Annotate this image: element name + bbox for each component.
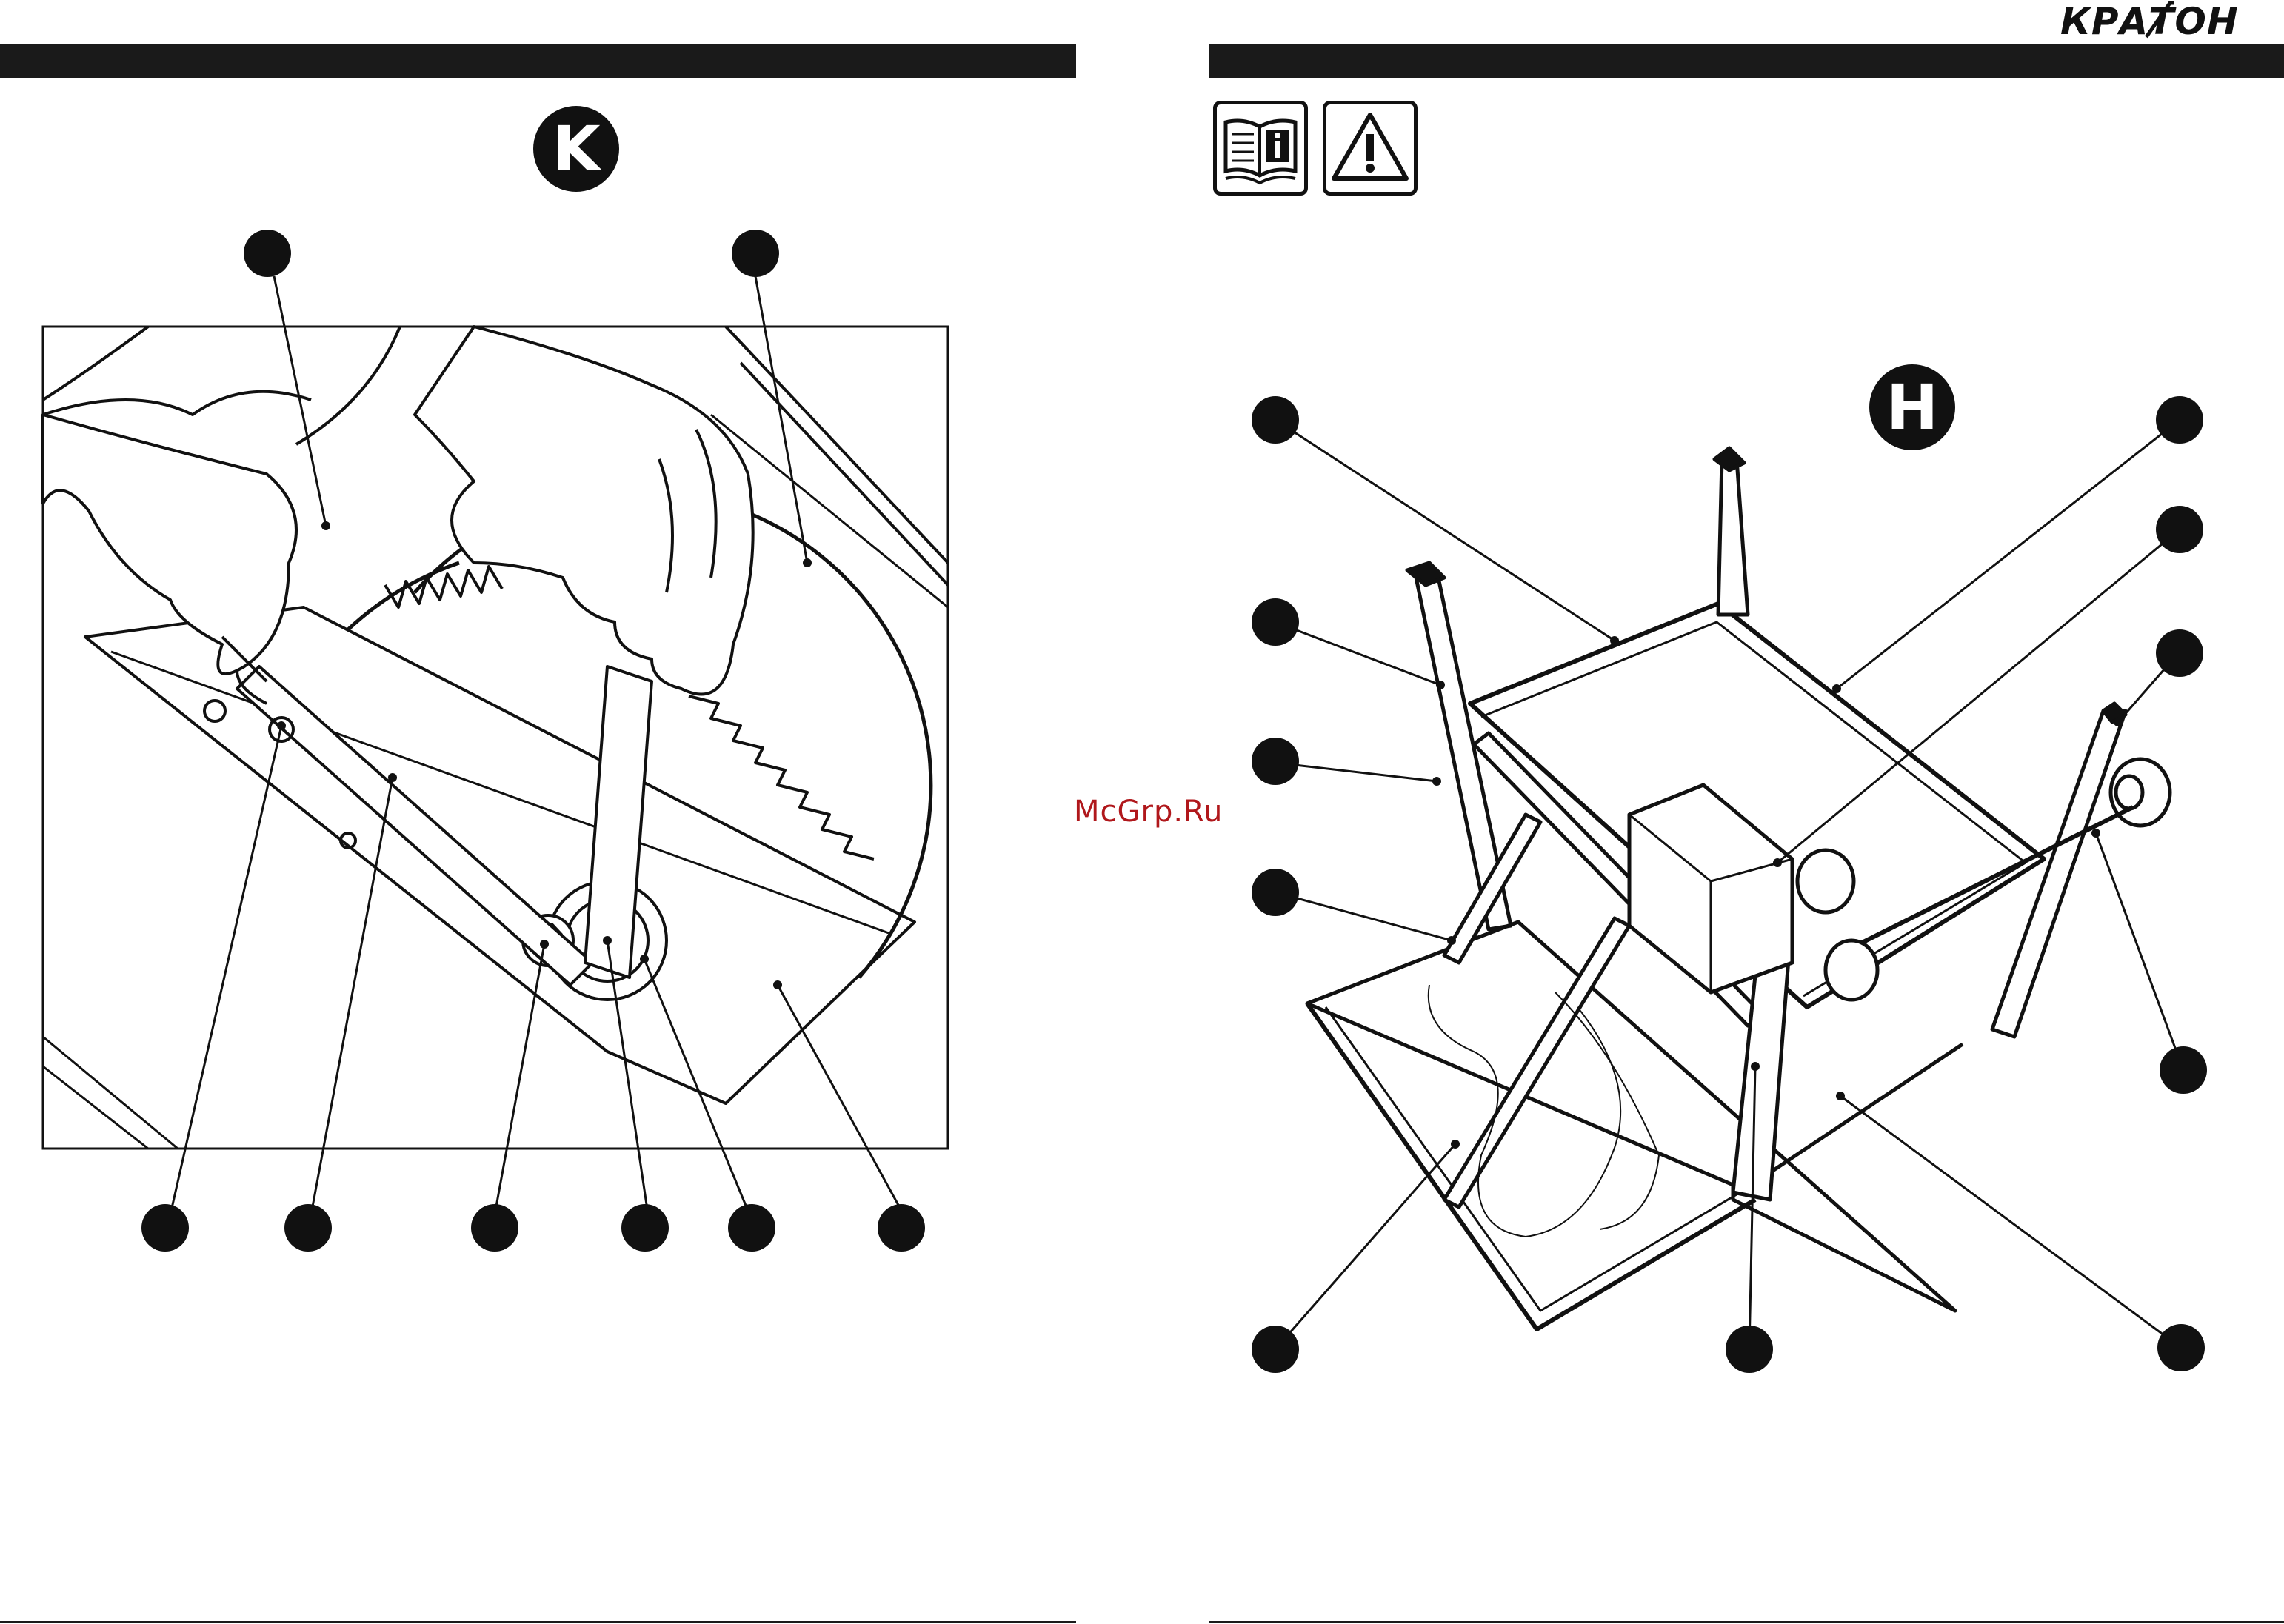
callout-marker [2156,506,2203,553]
callout-marker [1252,869,1299,916]
callout-marker [1252,738,1299,785]
callout-marker [728,1204,775,1252]
callout-marker [2156,396,2203,444]
callout-marker [1252,1326,1299,1373]
right-footer-rule [1209,1621,2284,1623]
callout-marker [141,1204,189,1252]
callout-marker [621,1204,669,1252]
callout-marker [244,230,291,277]
callout-marker [732,230,779,277]
callout-marker [2157,1324,2205,1371]
callout-marker [1252,598,1299,646]
callout-marker [878,1204,925,1252]
callout-marker [1726,1326,1773,1373]
callout-marker [284,1204,332,1252]
callout-marker [471,1204,518,1252]
callout-marker [1252,396,1299,444]
callout-marker [2156,629,2203,677]
left-footer-rule [0,1621,1076,1623]
figure-k-illustration [0,0,1081,1333]
figure-h-illustration [1200,0,2284,1407]
callout-marker [2160,1046,2207,1094]
